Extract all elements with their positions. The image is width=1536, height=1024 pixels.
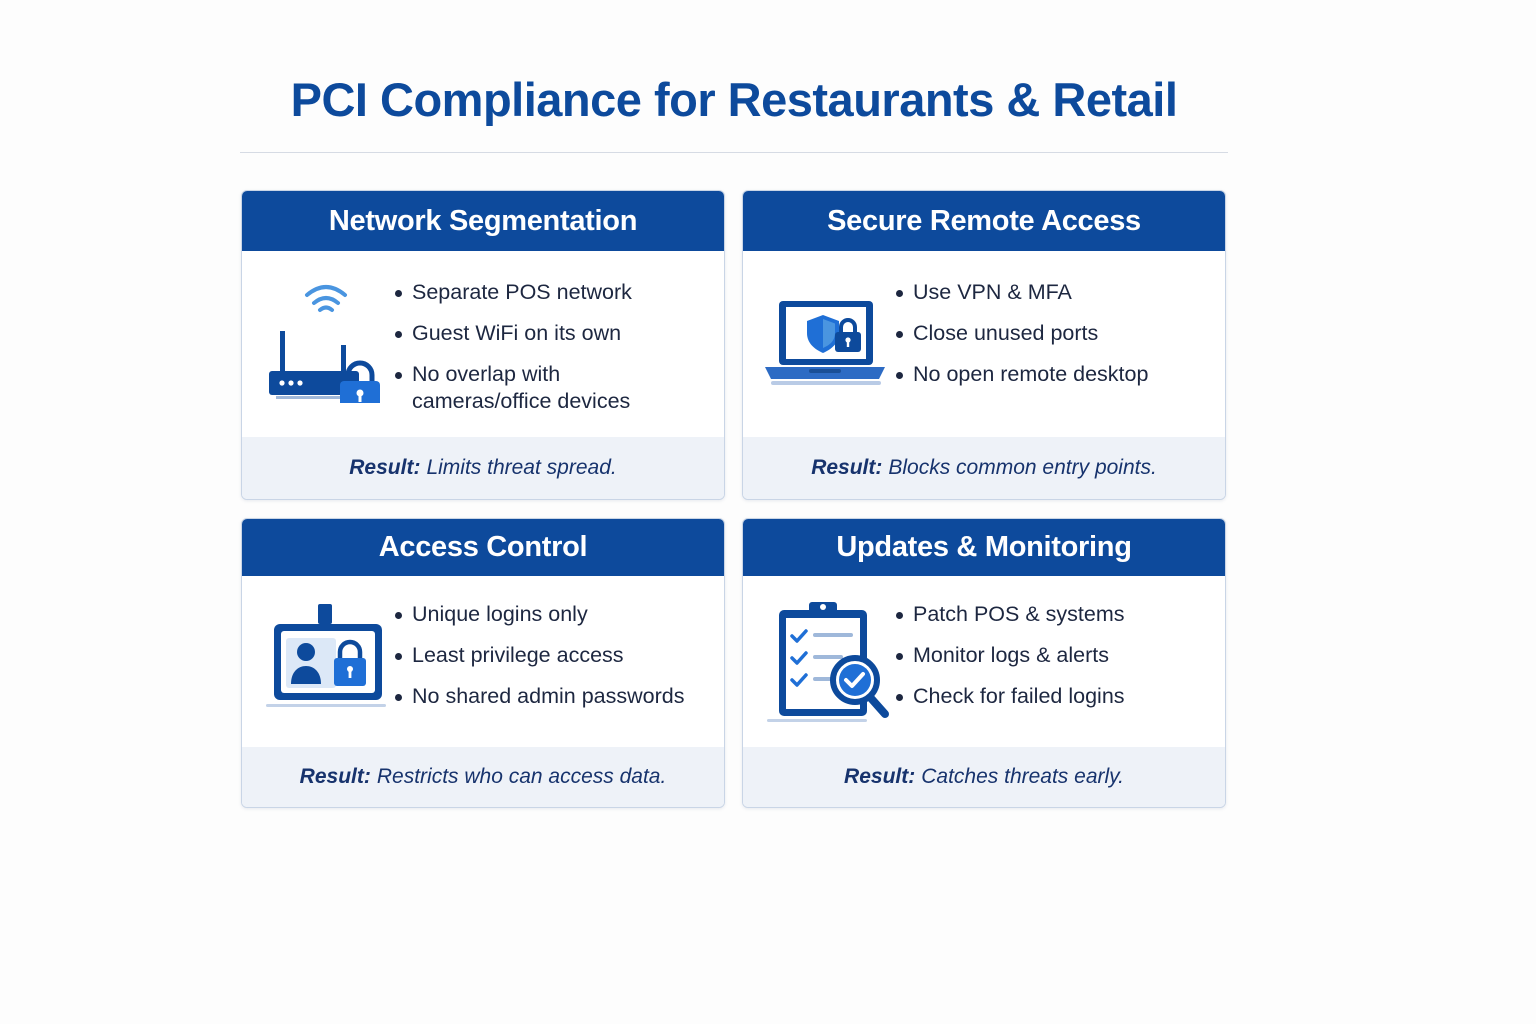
list-item: Separate POS network (392, 279, 704, 306)
list-item: Least privilege access (392, 642, 704, 669)
result-label: Result: (811, 456, 883, 479)
list-item: Unique logins only (392, 601, 704, 628)
bullet-list: Use VPN & MFA Close unused ports No open… (893, 279, 1205, 402)
result-label: Result: (299, 765, 371, 788)
bullet-list: Separate POS network Guest WiFi on its o… (392, 279, 704, 429)
card-title: Updates & Monitoring (743, 519, 1225, 576)
card-body: Unique logins only Least privilege acces… (242, 576, 724, 748)
card-title: Access Control (242, 519, 724, 576)
result-text: Catches threats early. (921, 765, 1124, 788)
card-result: Result: Restricts who can access data. (242, 747, 724, 807)
result-label: Result: (349, 456, 421, 479)
card-access-control: Access Control Unique logins only Least … (241, 518, 725, 808)
id-badge-lock-icon (264, 598, 394, 713)
router-lock-icon (264, 273, 384, 403)
list-item: Guest WiFi on its own (392, 320, 704, 347)
card-title: Secure Remote Access (743, 191, 1225, 251)
bullet-list: Patch POS & systems Monitor logs & alert… (893, 601, 1205, 724)
list-item: No shared admin passwords (392, 683, 704, 710)
list-item: Close unused ports (893, 320, 1205, 347)
result-text: Limits threat spread. (426, 456, 617, 479)
card-secure-remote-access: Secure Remote Access Use VPN & MFA Close… (742, 190, 1226, 500)
card-result: Result: Catches threats early. (743, 747, 1225, 807)
list-item: No overlap with cameras/office devices (392, 361, 704, 415)
list-item: Use VPN & MFA (893, 279, 1205, 306)
laptop-shield-icon (757, 283, 892, 393)
list-item: Patch POS & systems (893, 601, 1205, 628)
card-updates-monitoring: Updates & Monitoring Patch (742, 518, 1226, 808)
card-body: Patch POS & systems Monitor logs & alert… (743, 576, 1225, 748)
title-divider (240, 152, 1228, 153)
card-result: Result: Blocks common entry points. (743, 437, 1225, 499)
card-body: Separate POS network Guest WiFi on its o… (242, 251, 724, 438)
card-body: Use VPN & MFA Close unused ports No open… (743, 251, 1225, 438)
card-network-segmentation: Network Segmentation Separate POS ne (241, 190, 725, 500)
result-text: Blocks common entry points. (888, 456, 1157, 479)
list-item: Check for failed logins (893, 683, 1205, 710)
result-text: Restricts who can access data. (376, 765, 667, 788)
page-title: PCI Compliance for Restaurants & Retail (290, 73, 1178, 126)
card-result: Result: Limits threat spread. (242, 437, 724, 499)
checklist-magnifier-icon (765, 596, 895, 726)
list-item: Monitor logs & alerts (893, 642, 1205, 669)
card-title: Network Segmentation (242, 191, 724, 251)
bullet-list: Unique logins only Least privilege acces… (392, 601, 704, 724)
list-item: No open remote desktop (893, 361, 1205, 388)
result-label: Result: (844, 765, 916, 788)
